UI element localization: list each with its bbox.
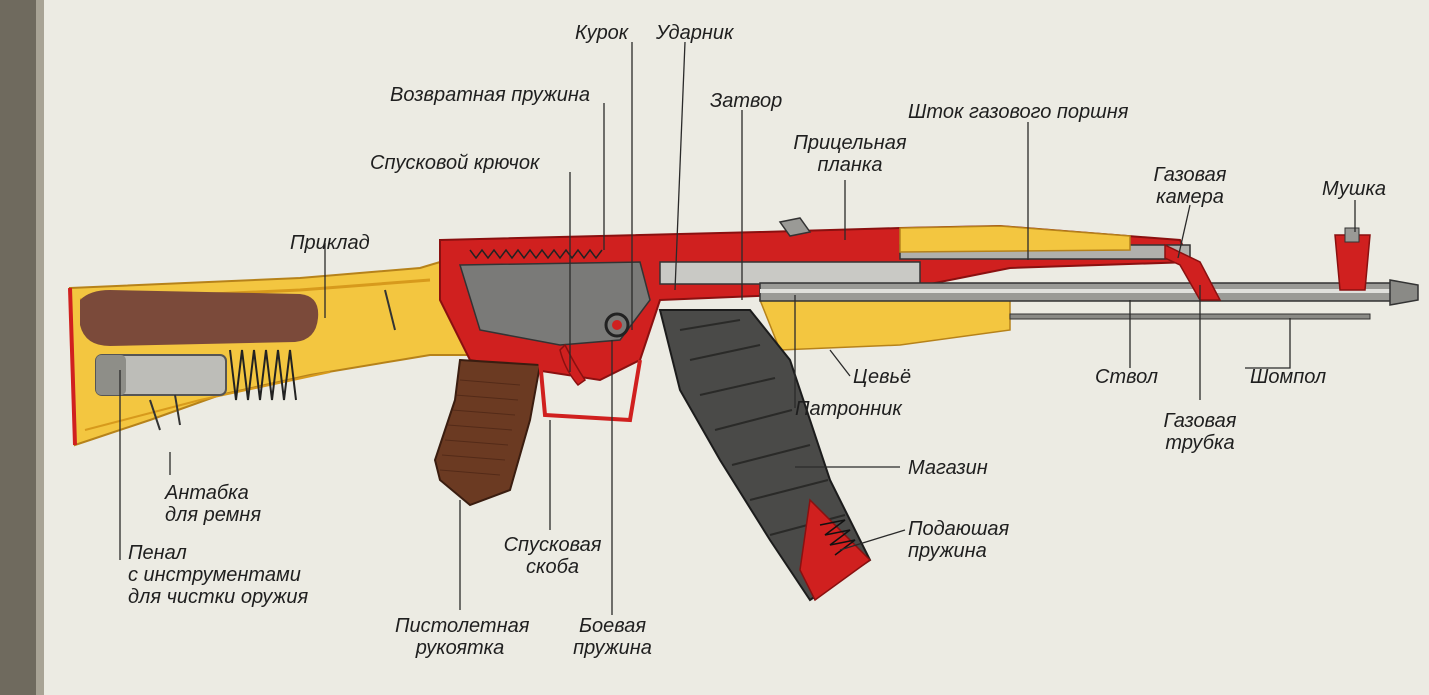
front-sight <box>1334 234 1371 291</box>
recoil-spring <box>469 248 603 260</box>
bolt-carrier <box>659 261 921 285</box>
pistol-grip <box>433 358 542 507</box>
label-penal: Пенал с инструментами для чистки оружия <box>128 542 309 608</box>
label-boevaya-pruzhina: Боевая пружина <box>573 615 652 659</box>
stock-cavity <box>80 290 319 346</box>
label-vozvratnaya-pruzhina: Возвратная пружина <box>390 84 590 106</box>
page-edge-shadow <box>0 0 36 695</box>
handguard-lower <box>758 299 1011 351</box>
label-tsevye: Цевьё <box>853 366 912 388</box>
leader-lines <box>119 41 1356 615</box>
cleaning-rod <box>1009 313 1371 320</box>
muzzle <box>1389 279 1419 306</box>
trigger <box>559 343 587 387</box>
hammer-spring <box>604 312 630 338</box>
label-zatvor: Затвор <box>710 90 783 112</box>
label-antabka: Антабка для ремня <box>165 482 261 526</box>
label-shompol: Шомпол <box>1250 366 1327 388</box>
label-magazin: Магазин <box>908 457 988 479</box>
label-spuskovoy-kryuchok: Спусковой крючок <box>370 152 540 174</box>
label-mushka: Мушка <box>1322 178 1387 200</box>
label-stvol: Ствол <box>1095 366 1159 388</box>
follower-spring <box>819 519 856 556</box>
handguard-upper <box>899 225 1131 253</box>
label-gazovaya-kamera: Газовая камера <box>1153 164 1227 208</box>
label-gazovaya-trubka: Газовая трубка <box>1163 410 1237 454</box>
label-pistoletnaya-rukoyatka: Пистолетная рукоятка <box>395 615 530 659</box>
trigger-guard <box>538 359 642 423</box>
label-podayushaya-pruzhina: Подаюшая пружина <box>908 518 1010 562</box>
label-kurok: Курок <box>575 22 629 44</box>
label-patronnik: Патронник <box>795 398 902 420</box>
label-shtok: Шток газового поршня <box>908 101 1129 123</box>
label-spuskovaya-skoba: Спусковая скоба <box>503 534 602 578</box>
stock-spring <box>229 349 297 401</box>
label-pricelnaya-planka: Прицельная планка <box>793 132 907 176</box>
label-udarnik: Ударник <box>656 22 734 44</box>
rear-sight <box>778 217 812 237</box>
label-priklad: Приклад <box>290 232 370 254</box>
